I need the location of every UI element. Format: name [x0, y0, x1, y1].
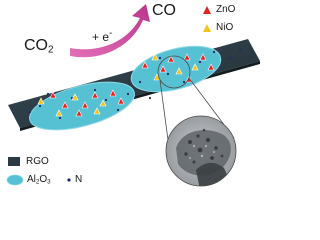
zno-legend-marker	[203, 6, 211, 14]
electron-label: + e-	[92, 28, 113, 44]
tem-inset	[165, 115, 237, 187]
n-legend-marker	[67, 178, 71, 182]
reaction-arrow	[70, 4, 150, 58]
nio-legend-marker	[203, 24, 211, 32]
zoom-line-left	[159, 79, 169, 141]
n-dopant-dots	[28, 48, 242, 120]
zno-legend-label: ZnO	[216, 4, 236, 15]
co-product-label: CO	[152, 2, 176, 19]
al2o3-domain-left	[29, 81, 135, 131]
al2o3-legend-marker	[6, 174, 24, 186]
n-legend-label: N	[75, 174, 83, 185]
particles-left	[37, 89, 125, 117]
rgo-legend-marker	[8, 157, 20, 166]
zoom-marker	[157, 55, 191, 89]
co2-reactant-label: CO2	[24, 37, 54, 56]
al2o3-legend-label: Al2O3	[27, 174, 51, 186]
rgo-legend-label: RGO	[26, 156, 49, 167]
nio-legend-label: NiO	[216, 22, 234, 33]
diagram-graphics	[6, 4, 260, 187]
figure-canvas: CO CO2 + e- ZnO NiO RGO Al2O3 N	[6, 2, 260, 187]
